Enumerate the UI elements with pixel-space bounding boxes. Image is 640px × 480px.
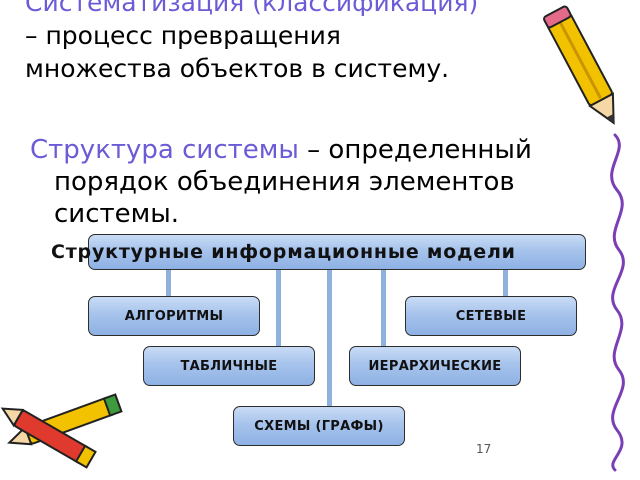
intro-rest: – процесс превращения множества объектов… <box>25 21 450 83</box>
structure-line-3: системы. <box>54 199 180 229</box>
diagram-box-label: СХЕМЫ (ГРАФЫ) <box>254 418 384 434</box>
diagram-box-label: ТАБЛИЧНЫЕ <box>180 358 278 374</box>
structure-rest: – определенный <box>298 135 532 165</box>
diagram-root-label: Структурные информационные модели <box>51 241 516 263</box>
diagram-box-network: СЕТЕВЫЕ <box>405 296 577 336</box>
connector-tabular <box>276 270 281 348</box>
page-number: 17 <box>476 442 492 456</box>
diagram-box-label: ИЕРАРХИЧЕСКИЕ <box>368 358 502 374</box>
diagram-box-label: АЛГОРИТМЫ <box>124 308 224 324</box>
structure-term: Структура системы <box>30 135 299 165</box>
diagram-box-algorithms: АЛГОРИТМЫ <box>88 296 260 336</box>
squiggle-decoration <box>610 133 625 472</box>
connector-schemes <box>327 270 332 408</box>
intro-text: Систематизация (классификация) – процесс… <box>25 0 495 85</box>
connector-algorithms <box>166 270 171 298</box>
connector-hierarchical <box>381 270 386 348</box>
connector-network <box>503 270 508 298</box>
diagram-root-box: Структурные информационные модели <box>51 234 586 270</box>
structure-definition: Структура системы – определенный порядок… <box>30 134 590 230</box>
pencil-icon <box>543 5 615 125</box>
diagram-box-schemes: СХЕМЫ (ГРАФЫ) <box>233 406 405 446</box>
diagram-box-hierarchical: ИЕРАРХИЧЕСКИЕ <box>349 346 521 386</box>
pencil-icon <box>0 407 97 469</box>
diagram-box-label: СЕТЕВЫЕ <box>455 308 527 324</box>
structure-line-2: порядок объединения элементов <box>54 167 515 197</box>
diagram-box-tabular: ТАБЛИЧНЫЕ <box>143 346 315 386</box>
intro-term: Систематизация (классификация) <box>25 0 479 17</box>
